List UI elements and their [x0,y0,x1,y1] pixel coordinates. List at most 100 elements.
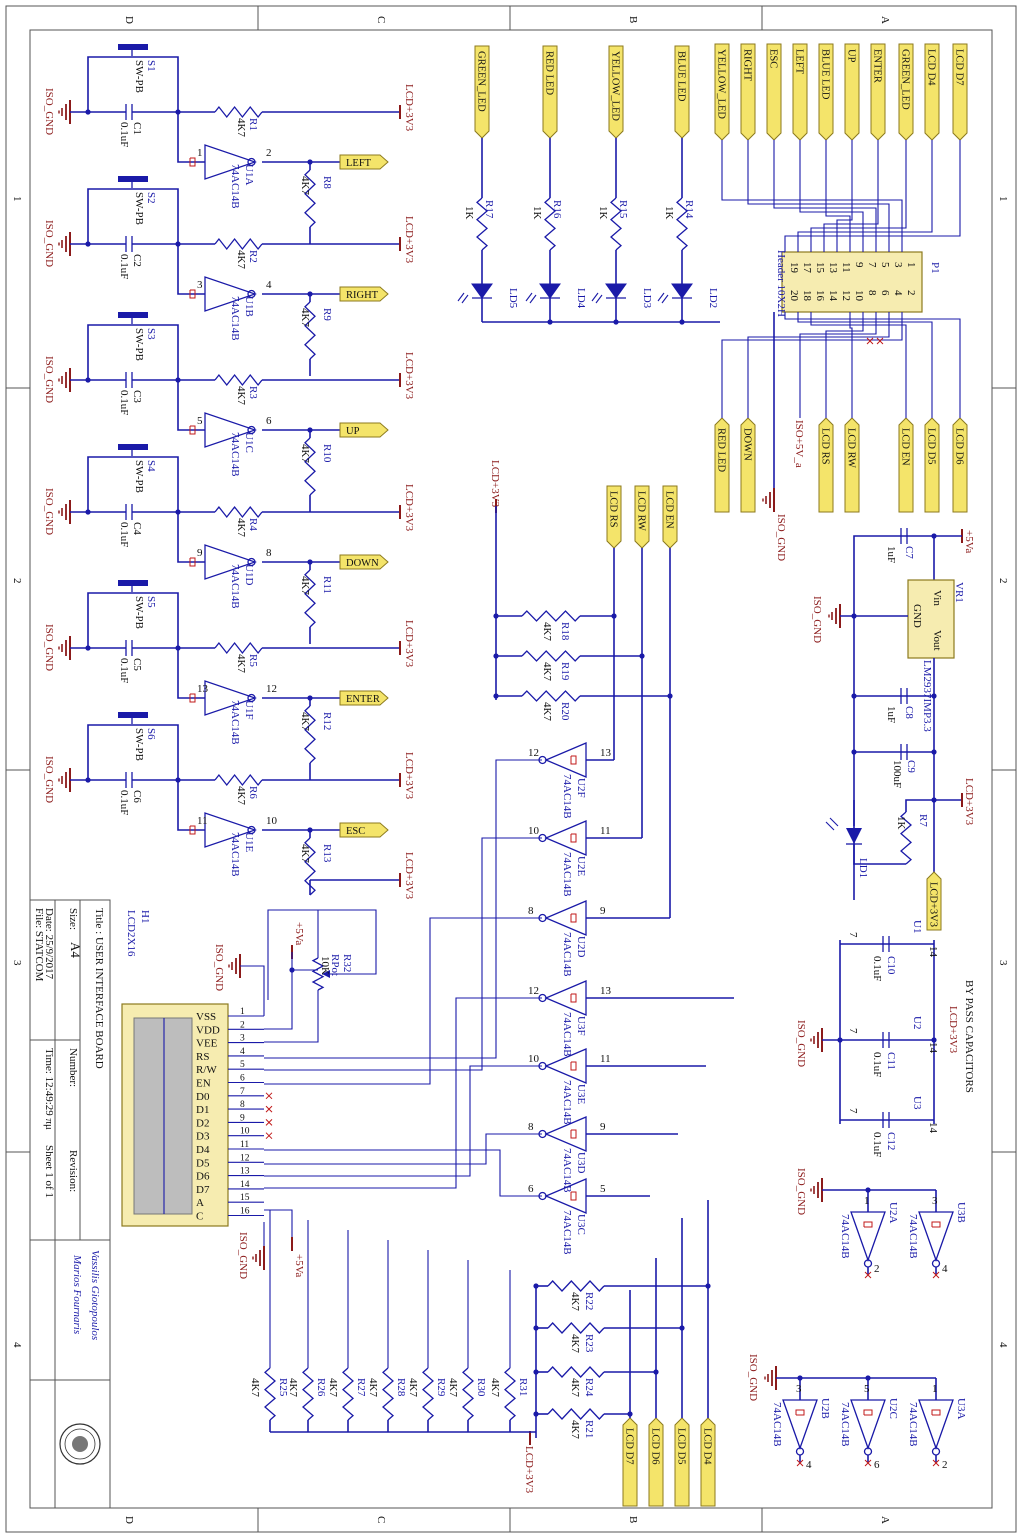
switch-type: SW-PB [133,460,145,493]
led-ref: LD2 [707,288,719,308]
header-pin-even: 14 [827,290,839,302]
capacitor-icon [125,236,133,252]
capacitor-icon [125,104,133,120]
resistor-icon [214,105,263,119]
header-pin-even: 4 [892,290,904,296]
iso-gnd-label: ISO_GND [795,1168,807,1215]
power-supply: +5VaC71uFVR1LM2937IMP3.3VinVoutGNDISO_GN… [811,528,975,931]
lcd-pin-name: D6 [196,1171,210,1183]
buffer-pin-out: 10 [528,1053,540,1065]
header-top-port: ESC [766,43,782,141]
lcd-pin-name: VSS [196,1011,216,1023]
junction-dot [547,319,553,325]
gate-pin-in: 11 [197,815,208,827]
frame-col-letter-bottom: C [375,1516,387,1523]
schmitt-inverter-icon [189,680,258,716]
port-text: GREEN_LED [900,49,911,110]
gate-type: 74AC14B [229,564,241,609]
header-ref: P1 [929,262,941,274]
lcd-data-port: LCD D6 [648,1417,664,1507]
spare-pin-out: 4 [806,1459,812,1471]
lcd-data-port: LCD D4 [700,1417,716,1507]
port-text: LCD RW [846,428,857,468]
resistor-ref: R1 [247,118,259,131]
resistor-icon [610,197,622,251]
led-resistor-value: 1K [531,206,543,220]
regulator-body [907,579,955,659]
capacitor-icon [900,688,908,704]
pullup-ref: R23 [583,1334,595,1353]
capacitor-icon [882,1112,890,1128]
gate-pin-out: 6 [266,415,272,427]
schmitt-inverter-icon [189,812,258,848]
pulldown-ref: R29 [435,1378,447,1397]
pulldown-value: 4K7 [249,1378,261,1397]
resistor-icon [462,1367,474,1421]
port-text: ESC [768,49,779,68]
switch-ref: S3 [145,328,157,340]
pulldown-ref: R27 [355,1378,367,1397]
junction-dot [85,509,91,515]
spare-pin-in: 5 [864,1383,870,1395]
spare-gate-type: 74AC14B [907,1214,919,1259]
resistor-icon [214,373,263,387]
spare-inverter-icon [850,1211,886,1268]
led-resistor-ref: R15 [617,200,629,219]
lcd-pin-name: D5 [196,1157,210,1169]
buffer-pin-out: 6 [528,1183,534,1195]
lcd-data-port: LCD D7 [622,1417,638,1507]
gate-pin-out: 12 [266,683,277,695]
pulldown-value: 4K7 [287,1378,299,1397]
schmitt-inverter-icon [538,742,587,778]
header-pin-even: 18 [801,290,813,302]
header-type: Header 10X2H [775,250,787,317]
bypass-chip-ref: U2 [911,1016,923,1029]
led-port: RED LED [542,45,558,139]
regulator-gnd: GND [911,604,923,628]
frame-row-number-left: 1 [11,196,23,202]
frame-row-number-left: 2 [11,578,23,584]
port-text: LCD D7 [624,1428,635,1464]
lcd-pin-number: 15 [240,1193,250,1203]
resistor-icon [264,1367,276,1421]
port-text: LCD EN [900,428,911,466]
header-pin-odd: 15 [814,262,826,274]
frame-row-number-right: 3 [997,960,1009,966]
title-block: Title : USER INTERFACE BOARD Size: A4 Nu… [29,899,111,1509]
spare-inverter-icon [918,1399,954,1456]
port-text: LCD D5 [926,428,937,464]
junction-dot [865,1187,871,1193]
signal-port: RIGHT [339,286,389,302]
junction-dot [85,377,91,383]
frame-col-letter-top: C [375,16,387,23]
header-pin-even: 12 [840,290,852,301]
frame-col-letter-top: D [123,16,135,24]
pullup-ref: R19 [559,662,571,681]
resistor-ref: R2 [247,250,259,263]
header-pin-odd: 1 [905,262,917,268]
iso-5v-label: ISO+5V_a [793,420,805,468]
cap-value: 0.1uF [118,254,130,279]
iso-gnd-icon [58,499,71,525]
time-text: Time: 12:49:29 πμ [43,1048,55,1130]
iso-gnd-icon [810,1177,823,1203]
lcd-screen [133,1017,193,1215]
spare-pin-in: 1 [932,1383,938,1395]
switch-ref: S5 [145,596,157,608]
port-text: RED LED [716,428,727,472]
switch-ref: S1 [145,60,157,72]
pulldown-ref: R28 [395,1378,407,1397]
junction-dot [85,645,91,651]
pot-wiper-icon [322,970,330,978]
iso-gnd-label: ISO_GND [43,356,55,403]
pulldown-ref: R8 [321,176,333,189]
pulldown-value: 4K7 [299,308,311,327]
header-bottom-port: RED LED [714,417,730,513]
resistor-icon [304,837,316,896]
pulldown-ref: R13 [321,844,333,863]
pulldown-ref: R31 [517,1378,529,1396]
schmitt-inverter-icon [189,276,258,312]
